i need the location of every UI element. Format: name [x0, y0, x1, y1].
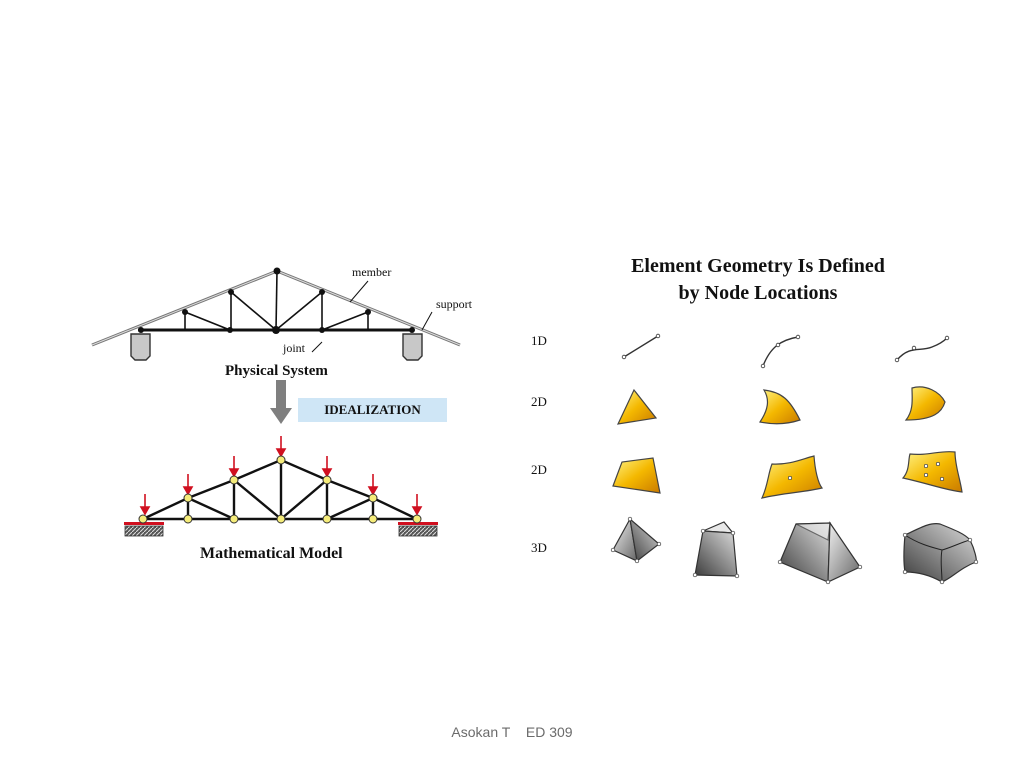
- footer: Asokan T ED 309: [0, 724, 1024, 740]
- title-line-1: Element Geometry Is Defined: [631, 255, 885, 277]
- title-line-2: by Node Locations: [678, 282, 838, 304]
- caption-physical-system: Physical System: [225, 363, 328, 379]
- footer-course: ED 309: [525, 724, 573, 740]
- physical-truss: [91, 267, 461, 361]
- label-support: support: [436, 297, 472, 311]
- row-label-2d-quad: 2D: [531, 462, 547, 477]
- idealization-box: IDEALIZATION: [298, 398, 447, 422]
- caption-mathematical-model: Mathematical Model: [200, 545, 343, 562]
- row-label-1d: 1D: [531, 333, 547, 348]
- mathematical-model: [124, 436, 438, 537]
- row-label-3d: 3D: [531, 540, 547, 555]
- footer-author: Asokan T: [451, 724, 511, 740]
- element-2d-quad-row: [612, 450, 963, 499]
- label-member: member: [352, 265, 392, 279]
- element-2d-triangle-row: [616, 386, 946, 425]
- element-3d-row: [612, 517, 977, 583]
- idealization-arrow: [270, 380, 292, 424]
- row-label-2d-triangle: 2D: [531, 394, 547, 409]
- label-joint: joint: [283, 341, 306, 355]
